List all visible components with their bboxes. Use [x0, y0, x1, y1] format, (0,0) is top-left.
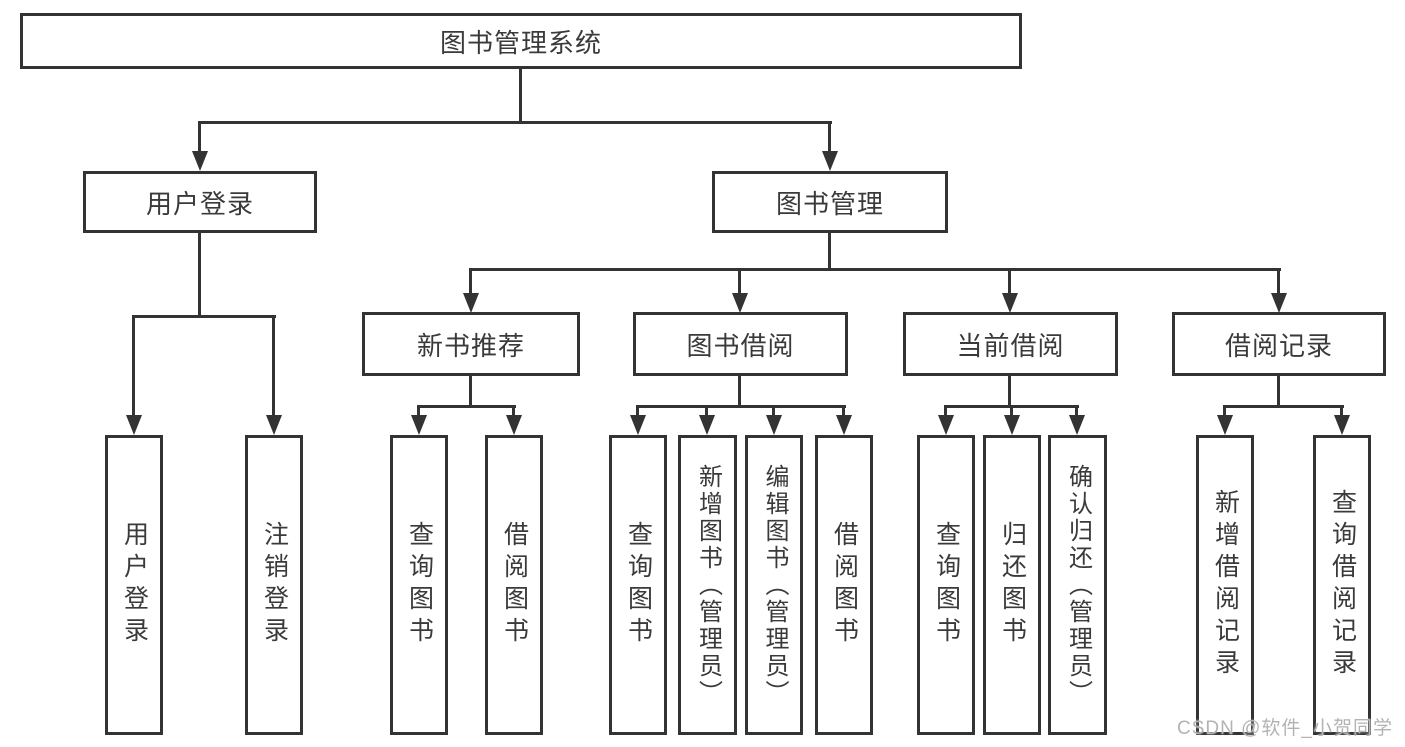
arrowhead-down-icon: [126, 415, 142, 435]
node-book-management: 图书管理: [712, 171, 948, 233]
arrowhead-down-icon: [1004, 415, 1020, 435]
arrowhead-down-icon: [266, 415, 282, 435]
connector-line: [519, 69, 522, 124]
node-bb-query-books: 查询图书: [609, 435, 667, 735]
arrowhead-down-icon: [506, 415, 522, 435]
node-nb-borrow-books: 借阅图书: [485, 435, 543, 735]
connector-line: [417, 405, 516, 408]
node-book-management-label: 图书管理: [775, 188, 884, 219]
connector-line: [1075, 405, 1078, 416]
node-root-label: 图书管理系统: [439, 27, 602, 58]
connector-line: [132, 315, 276, 318]
connector-line: [738, 268, 741, 294]
connector-line: [1340, 405, 1343, 416]
connector-line: [469, 268, 1281, 271]
arrowhead-down-icon: [938, 415, 954, 435]
connector-line: [842, 405, 845, 416]
node-cb-confirm-return-label: 确认归还（管理员）: [1064, 463, 1092, 707]
connector-line: [944, 405, 947, 416]
node-bb-query-books-label: 查询图书: [624, 521, 653, 649]
arrowhead-down-icon: [1002, 293, 1018, 313]
connector-line: [636, 405, 846, 408]
connector-line: [1277, 268, 1280, 294]
arrowhead-down-icon: [1069, 415, 1085, 435]
connector-line: [417, 405, 420, 416]
connector-line: [198, 121, 832, 124]
node-bb-borrow-books-label: 借阅图书: [830, 521, 859, 649]
node-user-login-label: 用户登录: [145, 188, 254, 219]
node-bb-edit-books-label: 编辑图书（管理员）: [761, 463, 788, 707]
node-cb-return-books: 归还图书: [983, 435, 1041, 735]
node-root: 图书管理系统: [20, 13, 1022, 69]
node-book-borrowing: 图书借阅: [633, 312, 848, 376]
node-bb-edit-books: 编辑图书（管理员）: [745, 435, 803, 735]
node-cb-return-books-label: 归还图书: [998, 521, 1027, 649]
node-nb-query-books-label: 查询图书: [405, 521, 434, 649]
node-book-borrowing-label: 图书借阅: [686, 330, 795, 361]
connector-line: [132, 315, 135, 416]
arrowhead-down-icon: [836, 415, 852, 435]
node-cb-query-books-label: 查询图书: [932, 521, 961, 649]
connector-line: [738, 376, 741, 408]
node-logout-label: 注销登录: [260, 521, 289, 649]
arrowhead-down-icon: [192, 151, 208, 171]
node-cb-confirm-return: 确认归还（管理员）: [1048, 435, 1107, 735]
connector-line: [198, 233, 201, 318]
arrowhead-down-icon: [1271, 293, 1287, 313]
node-current-borrowing-label: 当前借阅: [956, 330, 1065, 361]
connector-line: [1008, 376, 1011, 408]
connector-line: [705, 405, 708, 416]
node-br-add-records-label: 新增借阅记录: [1211, 489, 1240, 681]
node-logout: 注销登录: [245, 435, 303, 735]
node-nb-query-books: 查询图书: [390, 435, 448, 735]
connector-line: [272, 315, 275, 416]
connector-line: [512, 405, 515, 416]
connector-line: [469, 376, 472, 408]
node-bb-add-books-label: 新增图书（管理员）: [694, 463, 722, 707]
connector-line: [198, 121, 201, 152]
watermark: CSDN @软件_小贺同学: [1177, 718, 1393, 739]
arrowhead-down-icon: [411, 415, 427, 435]
arrowhead-down-icon: [822, 151, 838, 171]
connector-line: [828, 121, 831, 152]
arrowhead-down-icon: [463, 293, 479, 313]
node-new-book-recommend-label: 新书推荐: [416, 330, 525, 361]
arrowhead-down-icon: [1334, 415, 1350, 435]
node-nb-borrow-books-label: 借阅图书: [500, 521, 529, 649]
node-br-query-records-label: 查询借阅记录: [1328, 489, 1357, 681]
node-new-book-recommend: 新书推荐: [362, 312, 580, 376]
arrowhead-down-icon: [699, 415, 715, 435]
arrowhead-down-icon: [1217, 415, 1233, 435]
connector-line: [636, 405, 639, 416]
node-cb-query-books: 查询图书: [917, 435, 975, 735]
node-user-login-leaf: 用户登录: [105, 435, 163, 735]
connector-line: [1010, 405, 1013, 416]
node-borrowing-records: 借阅记录: [1172, 312, 1386, 376]
node-bb-add-books: 新增图书（管理员）: [678, 435, 737, 735]
node-br-query-records: 查询借阅记录: [1313, 435, 1371, 735]
arrowhead-down-icon: [630, 415, 646, 435]
node-current-borrowing: 当前借阅: [903, 312, 1118, 376]
connector-line: [1223, 405, 1344, 408]
connector-line: [1223, 405, 1226, 416]
node-borrowing-records-label: 借阅记录: [1224, 330, 1333, 361]
node-br-add-records: 新增借阅记录: [1196, 435, 1254, 735]
node-bb-borrow-books: 借阅图书: [815, 435, 873, 735]
connector-line: [828, 233, 831, 271]
node-user-login: 用户登录: [83, 171, 317, 233]
arrowhead-down-icon: [732, 293, 748, 313]
connector-line: [1008, 268, 1011, 294]
arrowhead-down-icon: [766, 415, 782, 435]
connector-line: [772, 405, 775, 416]
node-user-login-leaf-label: 用户登录: [120, 521, 149, 649]
connector-line: [1277, 376, 1280, 408]
connector-line: [469, 268, 472, 294]
